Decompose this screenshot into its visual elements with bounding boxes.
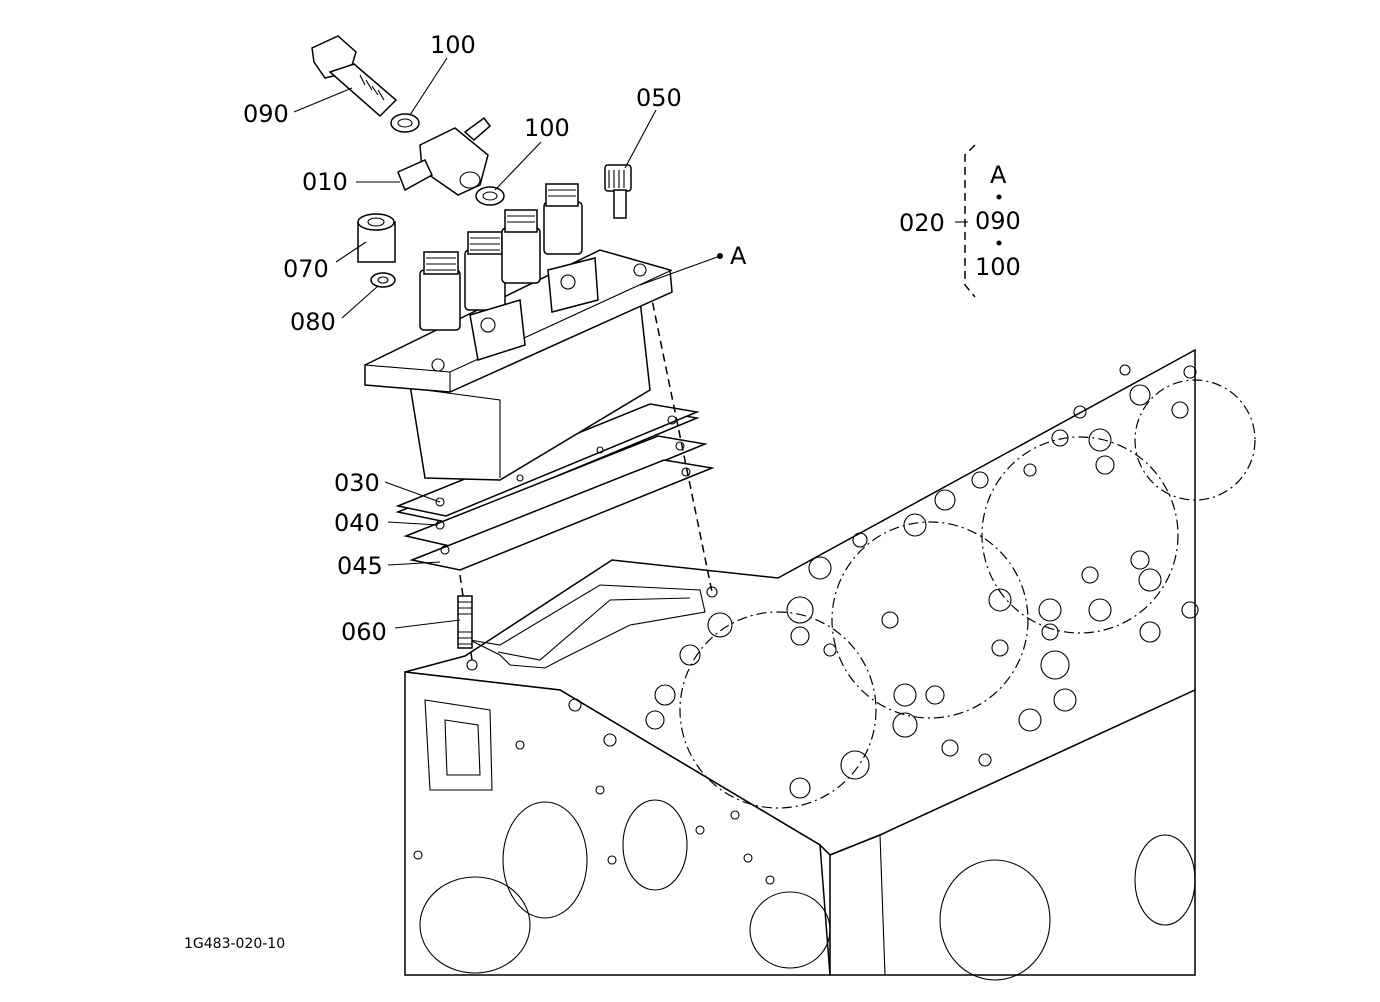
- injection-pump: [364, 183, 673, 481]
- delivery-valve-holders: [419, 183, 599, 361]
- joint-010: [397, 116, 492, 196]
- bolt-050: [604, 164, 632, 219]
- callout-060: 060: [341, 618, 387, 646]
- callout-100-mid: 100: [524, 114, 570, 142]
- washer-080: [370, 272, 396, 288]
- washer-100-upper: [390, 113, 420, 133]
- reference-dot: [717, 253, 723, 259]
- kit-item-3: 100: [975, 253, 1021, 281]
- leader-lines: [293, 57, 721, 629]
- kit-020-bracket: 020 A 090 100: [899, 144, 1021, 298]
- callout-ref-a: A: [730, 242, 747, 270]
- callout-070: 070: [283, 255, 329, 283]
- kit-item-2: 090: [975, 207, 1021, 235]
- callout-045: 045: [337, 552, 383, 580]
- callout-100-top: 100: [430, 31, 476, 59]
- callout-010: 010: [302, 168, 348, 196]
- callout-050: 050: [636, 84, 682, 112]
- nut-070: [357, 213, 396, 263]
- drawing-code: 1G483-020-10: [184, 936, 285, 952]
- banjo-bolt-090: [311, 35, 398, 118]
- kit-item-1: A: [990, 161, 1007, 189]
- callout-080: 080: [290, 308, 336, 336]
- separator-dot: [996, 240, 1002, 246]
- gasket-045: [409, 459, 715, 571]
- kit-number: 020: [899, 209, 945, 237]
- gasket-040: [403, 435, 708, 548]
- washer-100-lower: [475, 186, 505, 206]
- stud-060: [457, 595, 473, 649]
- separator-dot: [996, 194, 1002, 200]
- callout-030: 030: [334, 469, 380, 497]
- callout-090: 090: [243, 100, 289, 128]
- callout-040: 040: [334, 509, 380, 537]
- engine-block: [404, 348, 1256, 981]
